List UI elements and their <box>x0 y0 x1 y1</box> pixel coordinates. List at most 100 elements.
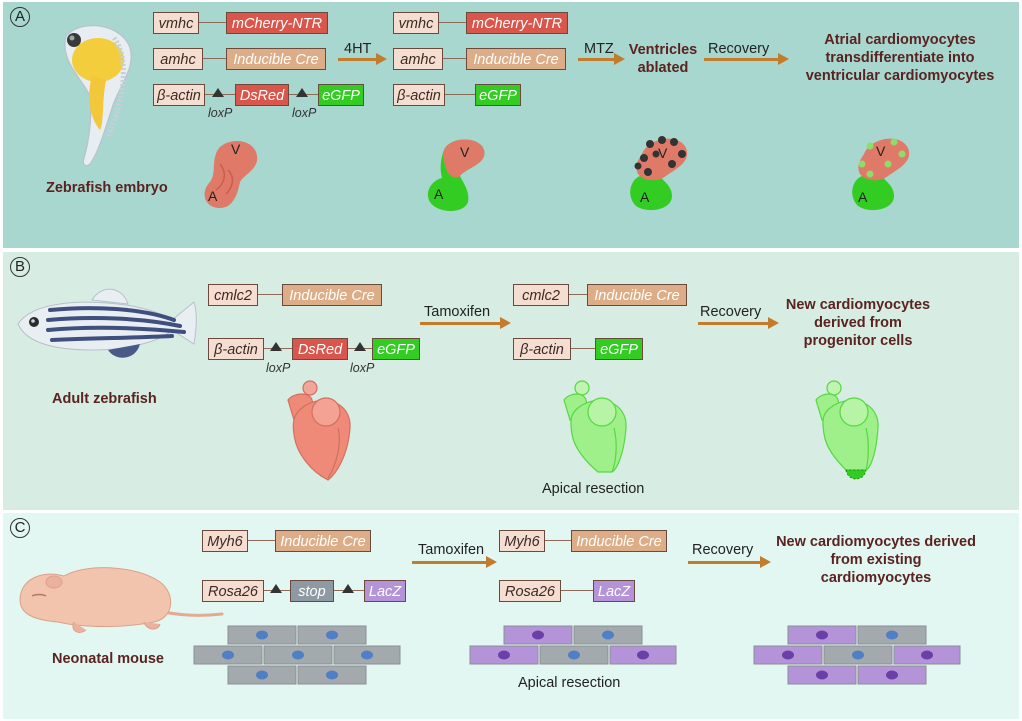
loxp-triangle <box>270 584 282 593</box>
arrow-label: MTZ <box>584 41 614 57</box>
arrow-label: Recovery <box>708 41 770 57</box>
ventricle-label: V <box>460 144 470 160</box>
loxp-triangle <box>212 88 224 97</box>
atrium-label: A <box>858 189 868 205</box>
promoter-box: vmhc <box>153 12 199 34</box>
reporter-box: eGFP <box>595 338 643 360</box>
gene-box: mCherry-NTR <box>226 12 328 34</box>
gene-box: Inducible Cre <box>275 530 371 552</box>
promoter-box: cmlc2 <box>513 284 569 306</box>
loxp-label: loxP <box>266 361 291 375</box>
regenerated-adult-heart <box>815 380 879 480</box>
panel-c-letter: C <box>10 518 30 538</box>
panel-a-letter: A <box>10 7 30 27</box>
connector-line <box>443 58 466 60</box>
outcome-label: New cardiomyocytes derived from progenit… <box>785 297 931 349</box>
promoter-box: β-actin <box>393 84 445 106</box>
loxp-triangle <box>342 584 354 593</box>
adult-zebrafish-illustration <box>17 288 197 358</box>
cassette-box: DsRed <box>292 338 348 360</box>
connector-line <box>445 94 475 96</box>
loxp-triangle <box>270 342 282 351</box>
ventricle-label: V <box>231 141 241 157</box>
treatment-arrow <box>338 53 387 65</box>
cassette-box: DsRed <box>235 84 289 106</box>
connector-line <box>199 22 226 24</box>
promoter-box: Rosa26 <box>202 580 264 602</box>
adult-heart-red <box>287 380 351 481</box>
regenerated-heart: V A <box>852 138 910 211</box>
loxp-label: loxP <box>350 361 375 375</box>
stop-box: stop <box>290 580 334 602</box>
connector-line <box>569 294 587 296</box>
gene-box: Inducible Cre <box>571 530 667 552</box>
promoter-box: amhc <box>393 48 443 70</box>
connector-line <box>248 540 275 542</box>
promoter-box: vmhc <box>393 12 439 34</box>
connector-line <box>571 348 595 350</box>
arrow-label: Tamoxifen <box>424 304 491 320</box>
atrium-label: A <box>640 189 650 205</box>
arrow-label: Tamoxifen <box>418 542 485 558</box>
promoter-box: amhc <box>153 48 203 70</box>
outcome-label: New cardiomyocytes derived from existing… <box>776 534 976 586</box>
loxp-label: loxP <box>292 106 317 120</box>
reporter-box: eGFP <box>475 84 521 106</box>
promoter-box: β-actin <box>208 338 264 360</box>
reporter-box: eGFP <box>372 338 420 360</box>
loxp-triangle <box>354 342 366 351</box>
arrow-label: 4HT <box>344 41 372 57</box>
connector-line <box>545 540 571 542</box>
promoter-box: Myh6 <box>202 530 248 552</box>
arrow-label: Recovery <box>700 304 762 320</box>
ventricle-label: V <box>658 145 668 161</box>
cardiomyocytes-initial <box>193 625 401 685</box>
neonatal-mouse-illustration <box>19 567 224 633</box>
gene-box: Inducible Cre <box>282 284 382 306</box>
panel-a <box>3 2 1019 248</box>
embryo-heart-red: V A <box>204 140 258 208</box>
loxp-triangle <box>296 88 308 97</box>
reporter-box: LacZ <box>364 580 406 602</box>
recovery-arrow <box>704 53 789 65</box>
treatment-arrow <box>420 317 511 329</box>
recovery-arrow <box>698 317 779 329</box>
zebrafish-embryo-illustration <box>64 24 132 167</box>
organism-label: Zebrafish embryo <box>46 180 168 196</box>
ventricle-label: V <box>876 143 886 159</box>
cardiomyocytes-regenerated <box>753 625 961 685</box>
connector-line <box>203 58 226 60</box>
outcome-label: Atrial cardiomyocytes transdifferentiate… <box>805 32 995 84</box>
treatment-arrow <box>412 556 497 568</box>
promoter-box: Rosa26 <box>499 580 561 602</box>
resection-caption: Apical resection <box>542 481 645 497</box>
arrow-label: Recovery <box>692 542 754 558</box>
connector-line <box>258 294 282 296</box>
reporter-box: eGFP <box>318 84 364 106</box>
embryo-heart-green: V A <box>427 139 485 211</box>
adult-heart-green <box>563 380 627 473</box>
gene-box: Inducible Cre <box>587 284 687 306</box>
atrium-label: A <box>434 186 444 202</box>
panel-b-letter: B <box>10 257 30 277</box>
reporter-box: LacZ <box>593 580 635 602</box>
gene-box: Inducible Cre <box>226 48 326 70</box>
cardiomyocytes-labeled <box>469 625 677 665</box>
organism-label: Adult zebrafish <box>52 391 157 407</box>
promoter-box: β-actin <box>153 84 205 106</box>
connector-line <box>439 22 466 24</box>
promoter-box: β-actin <box>513 338 571 360</box>
organism-label: Neonatal mouse <box>52 651 164 667</box>
recovery-arrow <box>688 556 771 568</box>
treatment-arrow <box>578 53 625 65</box>
promoter-box: cmlc2 <box>208 284 258 306</box>
gene-box: mCherry-NTR <box>466 12 568 34</box>
loxp-label: loxP <box>208 106 233 120</box>
ablated-label: Ventricles ablated <box>628 42 698 76</box>
ablated-heart: V A <box>630 136 688 211</box>
atrium-label: A <box>208 188 218 204</box>
promoter-box: Myh6 <box>499 530 545 552</box>
resection-caption: Apical resection <box>518 675 621 691</box>
gene-box: Inducible Cre <box>466 48 566 70</box>
connector-line <box>561 590 593 592</box>
